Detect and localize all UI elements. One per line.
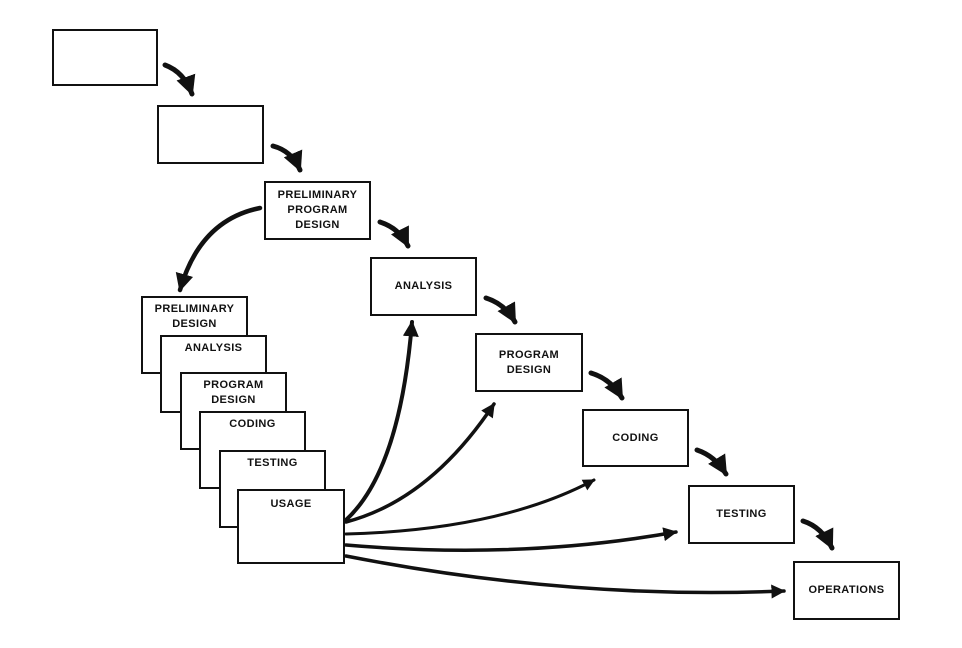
arrow-program-design-to-coding	[588, 370, 625, 401]
empty-box-1	[52, 29, 158, 86]
pilot-usage-box: USAGE	[237, 489, 345, 564]
arrow-testing-to-operations	[800, 518, 835, 551]
arrow-preliminary-program-design-to-analysis	[377, 219, 411, 249]
arrow-coding-to-testing	[694, 447, 729, 477]
preliminary-program-design-box: PRELIMINARY PROGRAM DESIGN	[264, 181, 371, 240]
arrow-box2-to-preliminary-program-design	[270, 143, 303, 173]
arrow-box1-to-box2	[162, 62, 196, 97]
arrow-usage-to-coding	[344, 478, 596, 536]
arrow-analysis-to-program-design	[483, 295, 518, 325]
arrow-usage-to-analysis	[344, 320, 419, 522]
empty-box-2	[157, 105, 264, 164]
analysis-box: ANALYSIS	[370, 257, 477, 316]
coding-box: CODING	[582, 409, 689, 467]
arrow-usage-to-testing	[344, 527, 678, 552]
operations-box: OPERATIONS	[793, 561, 900, 620]
testing-box: TESTING	[688, 485, 795, 544]
arrow-usage-to-operations	[344, 554, 786, 599]
arrow-usage-to-program-design	[344, 402, 496, 524]
program-design-box: PROGRAM DESIGN	[475, 333, 583, 392]
arrow-preliminary-program-design-to-pilot-stack	[175, 205, 263, 293]
